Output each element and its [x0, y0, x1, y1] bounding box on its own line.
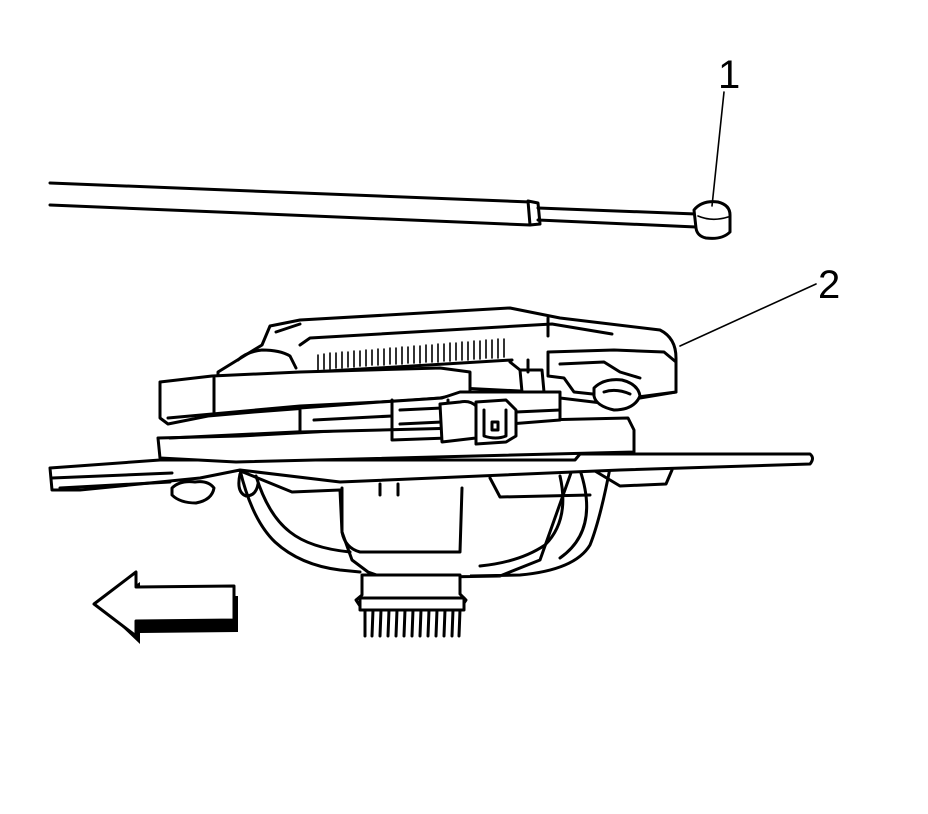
mount-post	[354, 573, 468, 638]
callout-number-1: 1	[718, 53, 740, 97]
lower-housing	[237, 466, 674, 580]
callout-number-2: 2	[818, 263, 840, 307]
callout-leaders	[679, 91, 817, 347]
cable-end-fitting	[692, 200, 732, 240]
electrical-connector	[438, 400, 478, 444]
assembly	[156, 306, 678, 464]
mount-nut	[592, 378, 642, 412]
cable	[48, 181, 732, 240]
floor-panel	[48, 452, 814, 505]
direction-arrow	[92, 570, 238, 644]
